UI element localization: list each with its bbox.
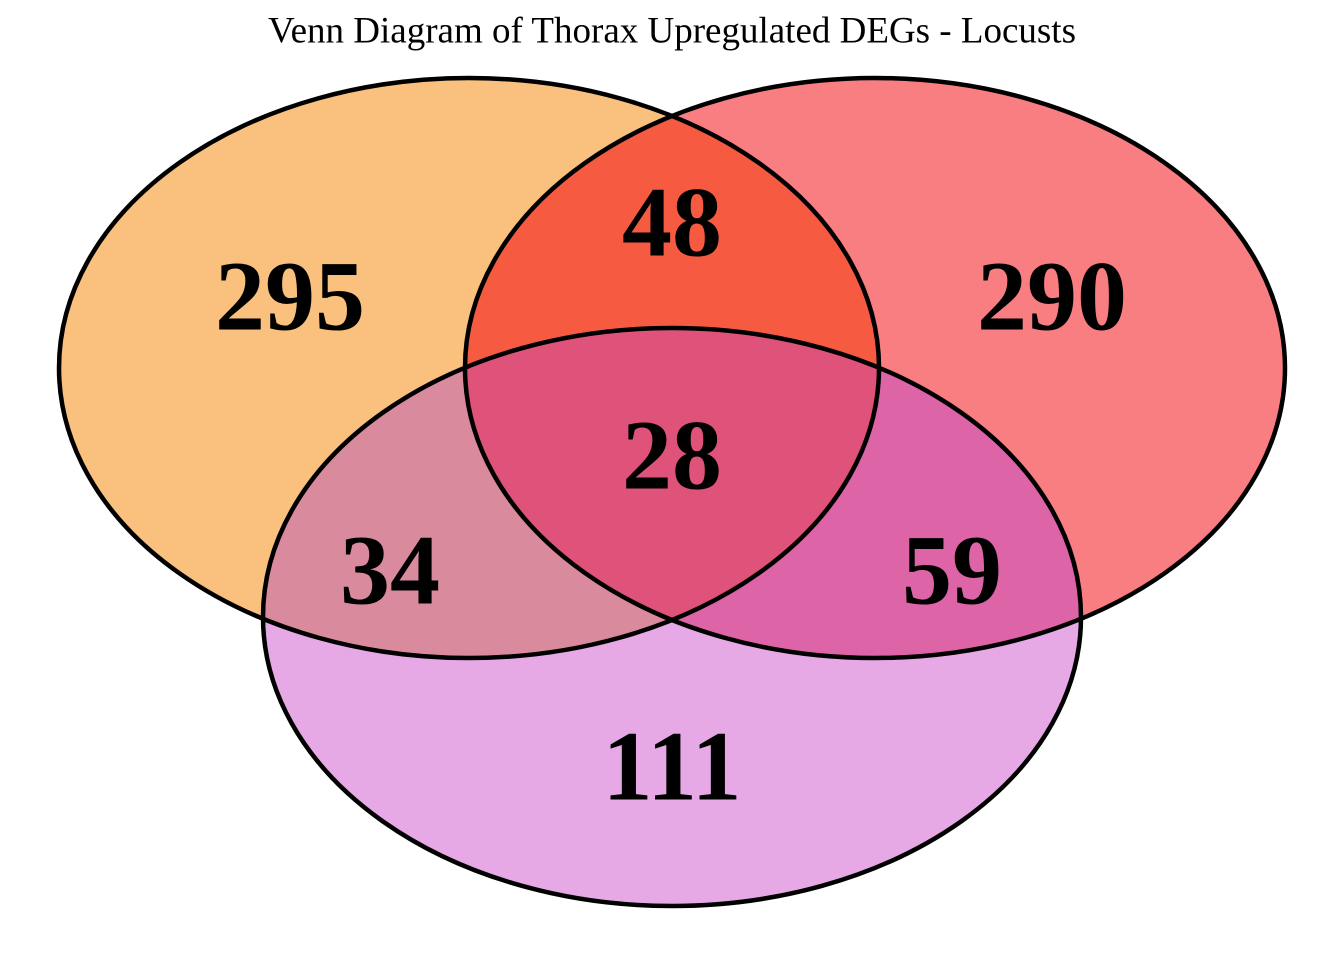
count-left-only: 295 — [215, 241, 365, 352]
bottom-set-outline — [260, 325, 1084, 909]
count-bottom-only: 111 — [603, 711, 742, 822]
count-center-overlap: 28 — [622, 400, 722, 511]
count-right-bottom-overlap: 59 — [902, 515, 1002, 626]
count-left-bottom-overlap: 34 — [340, 515, 440, 626]
count-right-only: 290 — [977, 241, 1127, 352]
chart-title: Venn Diagram of Thorax Upregulated DEGs … — [268, 11, 1076, 52]
count-left-right-overlap: 48 — [622, 167, 722, 278]
